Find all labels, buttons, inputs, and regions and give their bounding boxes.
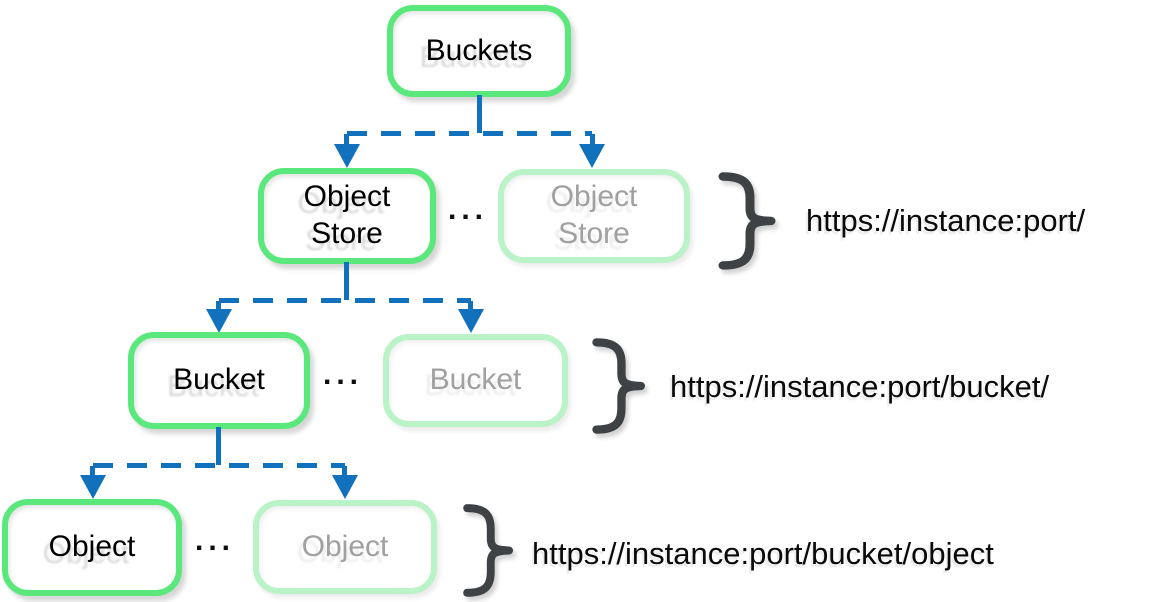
node-bucket-label: Bucket xyxy=(173,363,265,397)
ellipsis-level2: ... xyxy=(323,358,364,391)
arrow-down-icon xyxy=(458,309,484,333)
arrow-down-icon xyxy=(579,144,605,168)
connector-dashed-drop-level2-right xyxy=(468,301,473,311)
node-buckets: Buckets xyxy=(387,5,571,97)
node-bucket-ghost: Bucket xyxy=(383,334,568,427)
connector-stub-level2 xyxy=(344,262,349,300)
node-object-store: Object Store xyxy=(258,168,436,264)
connector-dashed-drop-level3-right xyxy=(342,466,347,476)
connector-dashed-line-level2 xyxy=(219,298,471,303)
connector-dashed-line-level1 xyxy=(347,131,592,136)
url-label-bucket: https://instance:port/bucket/ xyxy=(670,369,1050,404)
connector-stub-level3 xyxy=(216,427,221,465)
node-object-ghost-label: Object xyxy=(301,529,389,563)
connector-dashed-drop-level3-left xyxy=(90,466,95,476)
connector-dashed-drop-level2-left xyxy=(216,301,221,311)
node-object-store-label: Object Store xyxy=(303,180,391,250)
arrow-down-icon xyxy=(334,144,360,168)
arrow-down-icon xyxy=(206,309,232,333)
arrow-down-icon xyxy=(80,475,106,499)
node-buckets-label: Buckets xyxy=(425,33,533,67)
connector-dashed-line-level3 xyxy=(93,463,345,468)
connector-dashed-drop-level1-right xyxy=(590,134,595,145)
node-bucket: Bucket xyxy=(128,332,310,429)
url-label-object: https://instance:port/bucket/object xyxy=(532,536,994,571)
ellipsis-level3: ... xyxy=(195,524,236,557)
node-object-store-ghost-label: Object Store xyxy=(550,180,638,250)
ellipsis-level1: ... xyxy=(448,193,489,226)
arrow-down-icon xyxy=(332,475,358,499)
node-object-ghost: Object xyxy=(253,500,437,594)
connector-stub-level1 xyxy=(477,95,482,133)
url-label-instance: https://instance:port/ xyxy=(806,203,1086,238)
node-object: Object xyxy=(2,499,182,596)
connector-dashed-drop-level1-left xyxy=(344,134,349,145)
node-bucket-ghost-label: Bucket xyxy=(429,363,522,397)
curly-brace-icon xyxy=(590,335,664,436)
curly-brace-icon xyxy=(461,501,531,599)
node-object-store-ghost: Object Store xyxy=(498,169,690,263)
curly-brace-icon xyxy=(716,169,796,272)
node-object-label: Object xyxy=(48,530,136,564)
